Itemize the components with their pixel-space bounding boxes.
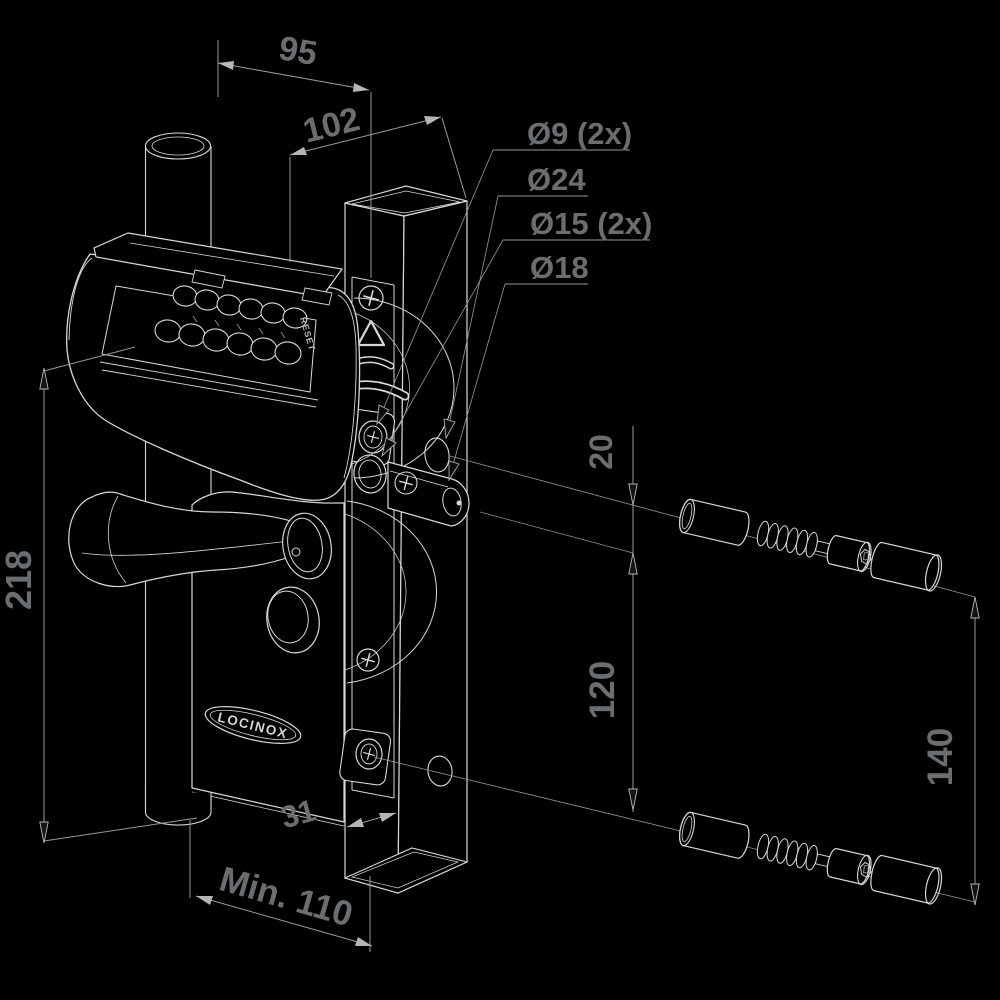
dim-min-clearance-110: Min. 110 (215, 859, 357, 934)
square-post (343, 185, 469, 894)
label-dia-screw-holes: Ø9 (2x) (527, 116, 632, 151)
dim-depth-102: 102 (299, 100, 363, 151)
post-holes (424, 437, 453, 787)
keypad-lid (93, 232, 344, 306)
post-side-face (397, 200, 468, 894)
keypad-buttons (154, 285, 308, 365)
dim-height-218: 218 (0, 550, 39, 610)
screw-bottom (356, 648, 380, 672)
dim-spacing-120: 120 (583, 661, 622, 719)
bottom-hole (427, 755, 453, 787)
warning-triangle-icon (356, 319, 386, 347)
handle-pin-hole (291, 547, 301, 557)
post-bottom-opening (343, 847, 469, 894)
label-dia-bottom-hole: Ø18 (530, 250, 589, 285)
leader-arrowheads (376, 404, 460, 482)
fixing-hardware-bottom (675, 808, 946, 907)
dimension-arrows-filled (196, 61, 441, 946)
cylinder-hole (424, 437, 450, 473)
latch-assembly (387, 461, 470, 527)
fixing-insert-bottom (339, 728, 392, 786)
handle-hub (282, 512, 332, 580)
digit-marks (192, 315, 286, 339)
label-dia-cylinder-hole: Ø24 (527, 162, 586, 197)
latch-screw (394, 471, 418, 495)
dim-spacing-140: 140 (921, 728, 960, 786)
round-tube-bottom-cap (144, 788, 212, 826)
dim-width-95: 95 (276, 29, 320, 73)
post-top-face (344, 185, 468, 217)
handle-lever (68, 491, 295, 588)
button-row-top (172, 285, 308, 329)
axis-latch (479, 511, 634, 554)
label-dia-insert-holes: Ø15 (2x) (530, 206, 652, 241)
push-knob (266, 586, 320, 654)
dimension-arrows-outlined (39, 367, 980, 906)
dim-offset-20: 20 (583, 434, 619, 470)
button-row-bottom (154, 319, 302, 365)
fixing-hardware-top (675, 495, 946, 594)
